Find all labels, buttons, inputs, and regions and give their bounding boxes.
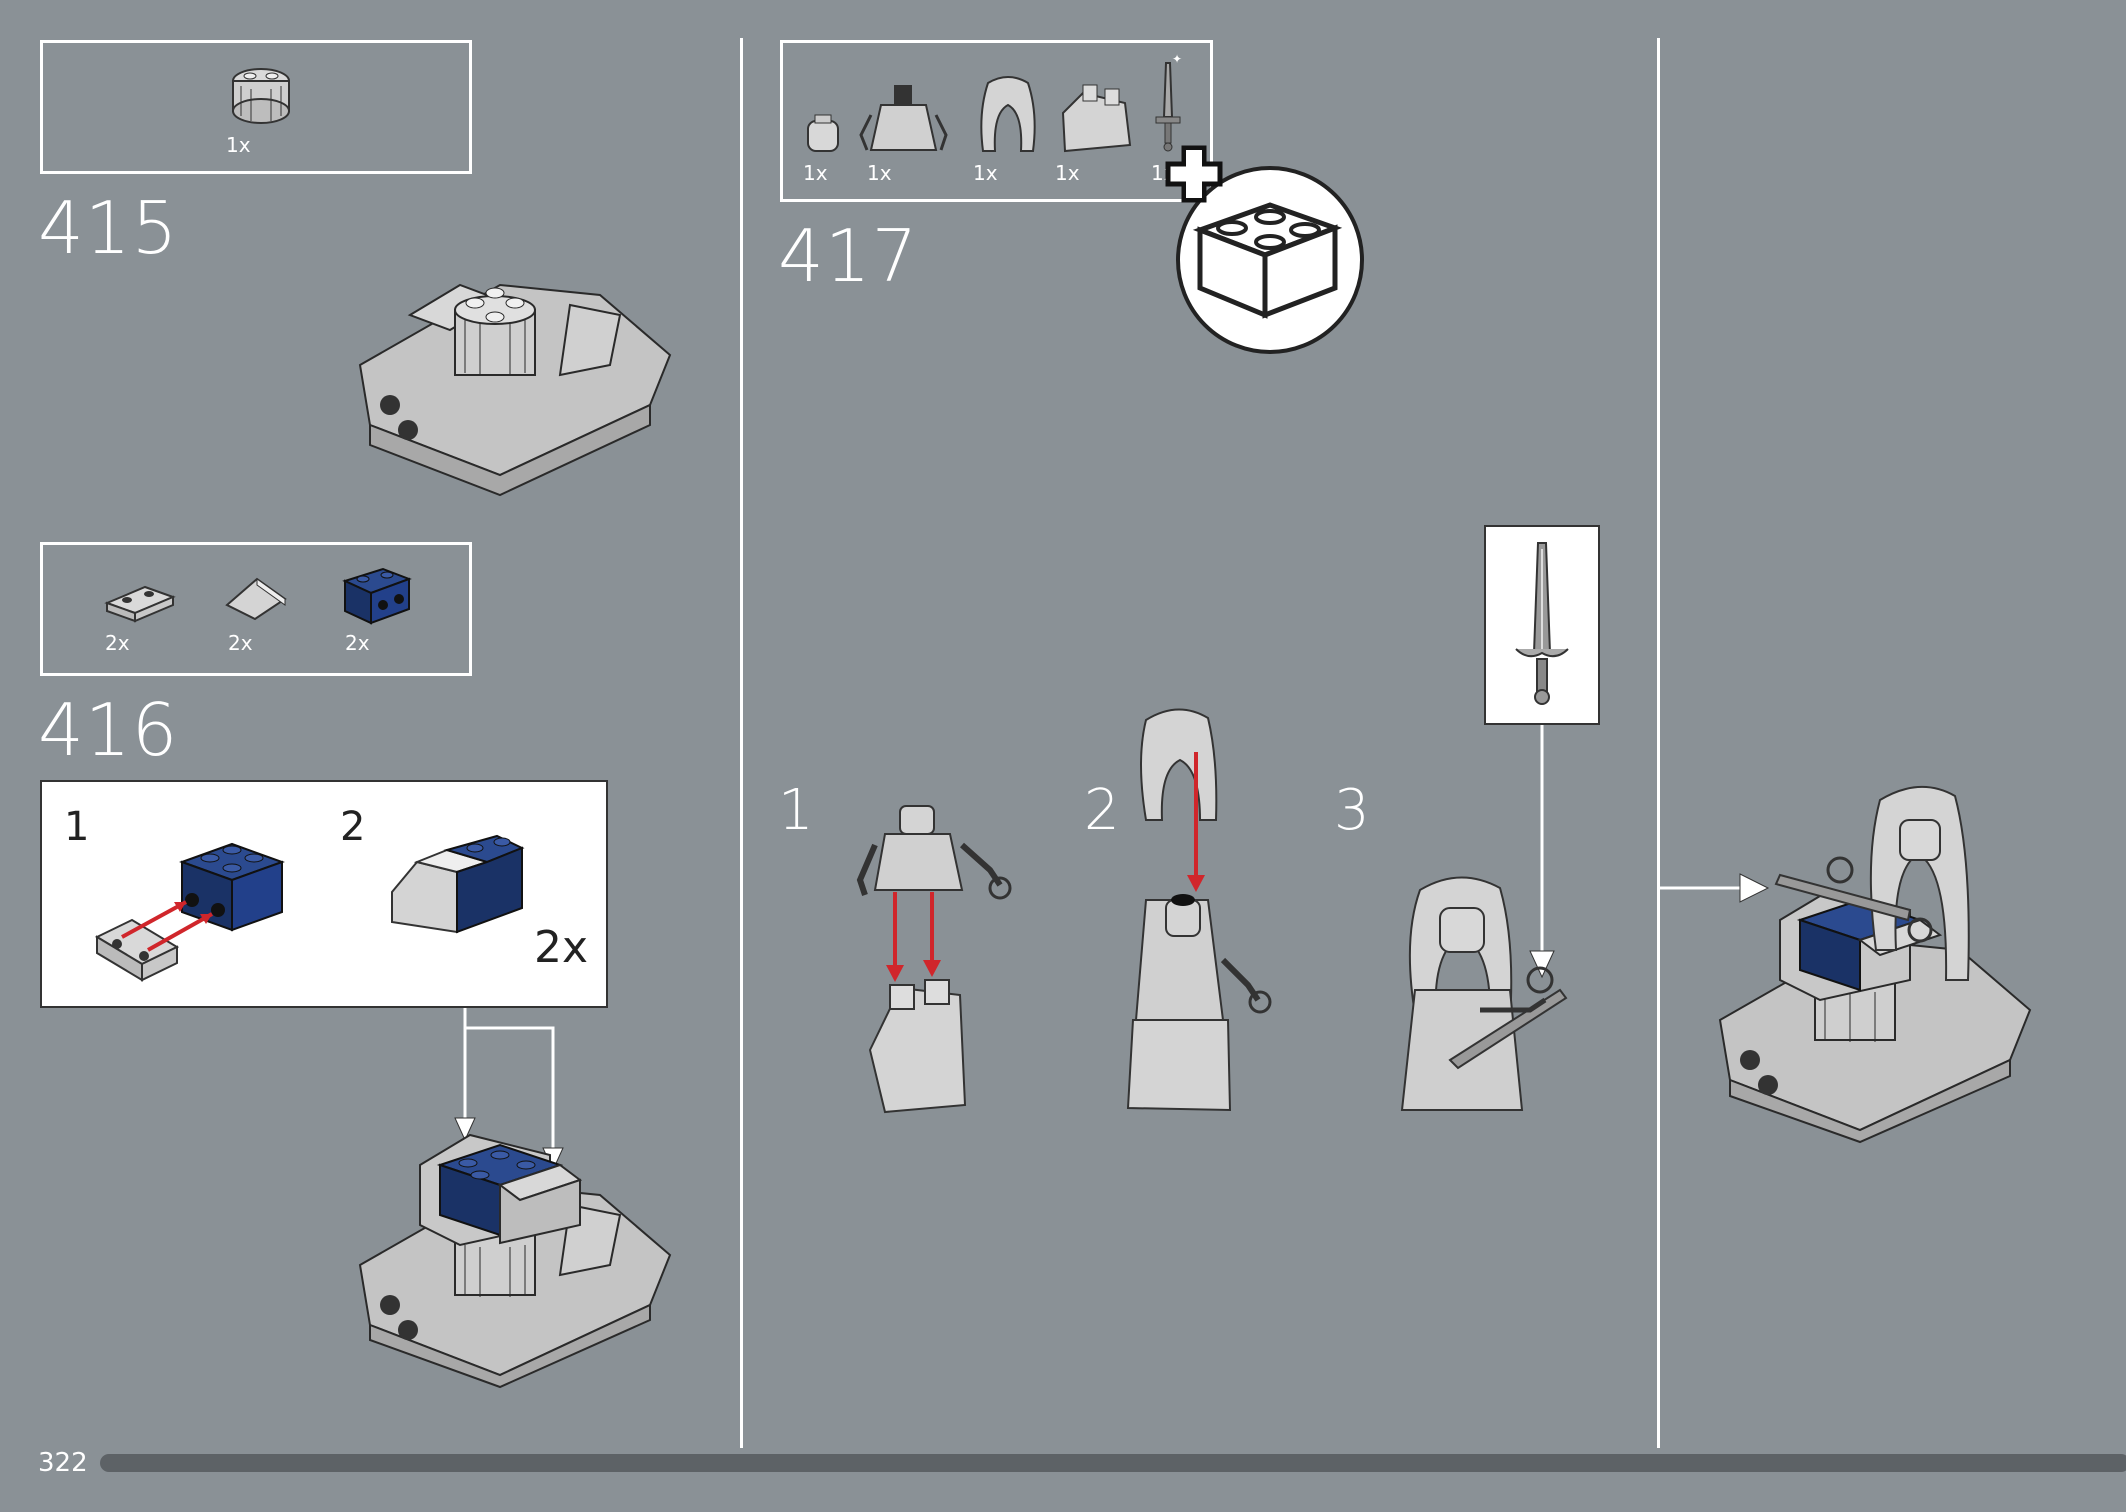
minifig-assembly-1 bbox=[856, 805, 1012, 1114]
model-final-417 bbox=[1718, 786, 2032, 1144]
part-qty: 2x bbox=[105, 631, 130, 655]
callout-step-1: 1 bbox=[64, 804, 90, 850]
new-bag-indicator-icon bbox=[1165, 145, 1364, 354]
step-flow-arrow bbox=[1660, 873, 1770, 903]
sword-callout-arrow bbox=[1529, 725, 1555, 979]
model-base-416 bbox=[358, 1133, 672, 1389]
svg-text:✦: ✦ bbox=[1172, 52, 1182, 66]
step-number-416: 416 bbox=[38, 688, 179, 772]
sword-callout-box bbox=[1484, 525, 1600, 725]
sub-step-2: 2 bbox=[1084, 778, 1120, 843]
minifig-head-icon bbox=[807, 114, 839, 152]
column-divider-left bbox=[740, 38, 743, 1448]
minifig-assembly-3 bbox=[1400, 876, 1568, 1111]
part-qty: 1x bbox=[1055, 161, 1080, 185]
minifig-legs-icon bbox=[1061, 84, 1132, 153]
step-number-415: 415 bbox=[38, 186, 179, 270]
callout-qty: 2x bbox=[534, 922, 589, 973]
part-qty: 1x bbox=[973, 161, 998, 185]
minifig-assembly-2 bbox=[1126, 708, 1272, 1112]
blue-brick-1x2-icon bbox=[342, 567, 412, 625]
page-progress-bar bbox=[100, 1454, 2126, 1472]
page-number: 322 bbox=[38, 1448, 88, 1478]
model-base-415 bbox=[358, 283, 672, 497]
round-brick-2x2-icon bbox=[232, 68, 290, 124]
plate-1x2-icon bbox=[104, 585, 176, 623]
part-qty: 1x bbox=[803, 161, 828, 185]
part-qty: 1x bbox=[867, 161, 892, 185]
callout-assembly-2 bbox=[391, 834, 525, 934]
sub-step-3: 3 bbox=[1334, 778, 1370, 843]
part-qty: 2x bbox=[345, 631, 370, 655]
minifig-hair-icon bbox=[980, 76, 1036, 152]
slope-1x1-icon bbox=[225, 577, 287, 621]
part-qty: 1x bbox=[226, 133, 251, 157]
sub-assembly-callout: 1 2 2x bbox=[40, 780, 608, 1008]
parts-box-417: 1x 1x 1x 1x ✦ 1x bbox=[780, 40, 1213, 202]
part-qty: 2x bbox=[228, 631, 253, 655]
parts-box-416: 2x 2x 2x bbox=[40, 542, 472, 676]
callout-assembly-1 bbox=[94, 842, 285, 982]
column-divider-right bbox=[1657, 38, 1660, 1448]
step-number-417: 417 bbox=[778, 214, 919, 298]
callout-step-2: 2 bbox=[340, 804, 366, 850]
sword-icon: ✦ bbox=[1155, 52, 1182, 152]
sub-step-1: 1 bbox=[778, 778, 814, 843]
minifig-torso-icon bbox=[859, 85, 948, 151]
sword-detail-icon bbox=[1515, 542, 1569, 705]
parts-box-415: 1x bbox=[40, 40, 472, 174]
